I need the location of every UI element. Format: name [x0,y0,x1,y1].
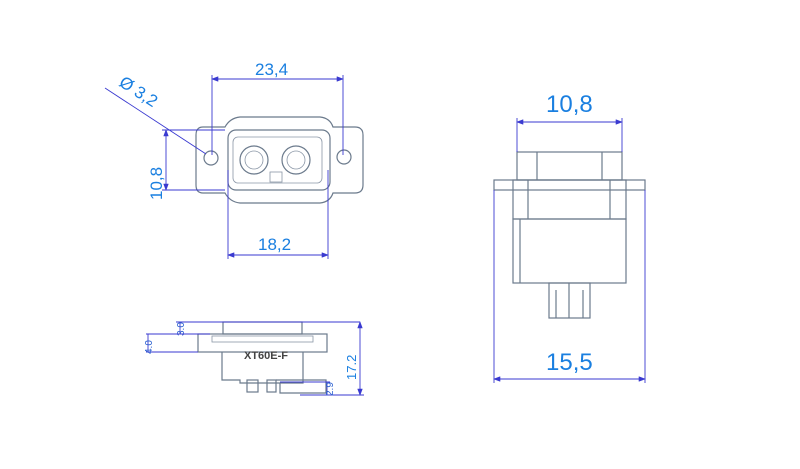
end-view: 10,8 15,5 [493,91,646,383]
dim-10-8-height: 10,8 [147,167,166,200]
dim-hole-diameter: Ø 3,2 [116,72,161,111]
dim-15-5: 15,5 [546,349,593,376]
dim-23-4: 23,4 [255,60,288,79]
dim-2-9: 2.9 [325,382,336,396]
dim-10-8-width: 10,8 [546,91,593,118]
top-view: 23,4 Ø 3,2 10,8 18,2 [104,60,364,259]
side-view: XT60E-F 3.0 4.0 17.2 2.9 [144,321,364,396]
dim-4-0: 4.0 [144,340,155,354]
dim-17-2: 17.2 [344,355,359,380]
dim-18-2: 18,2 [258,235,291,254]
dim-3-0: 3.0 [176,322,187,336]
model-label: XT60E-F [244,350,288,362]
